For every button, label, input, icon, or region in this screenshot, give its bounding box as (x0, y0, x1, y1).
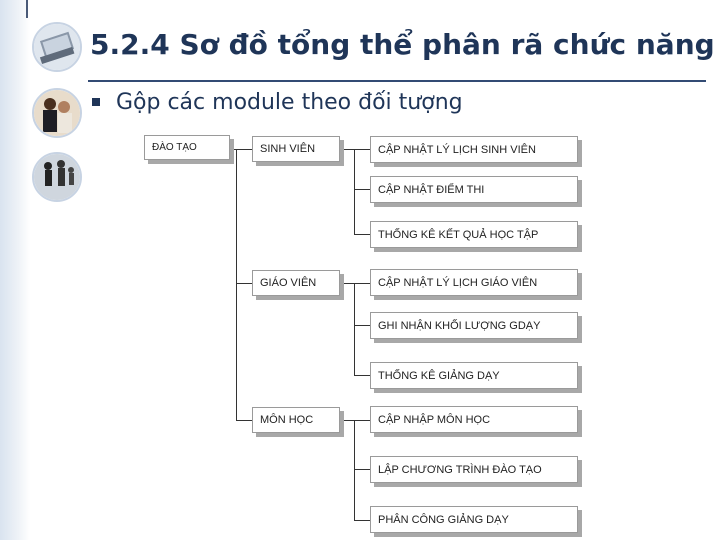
node-mon-hoc: MÔN HỌC (252, 407, 340, 433)
connector-giaovien-leaf-1 (354, 283, 370, 284)
connector-monhoc-spine (354, 420, 355, 520)
node-cap-nhap-mon-hoc: CẬP NHẬP MÔN HỌC (370, 406, 578, 433)
business-people-photo-icon (32, 88, 82, 138)
connector-monhoc-leaf-3 (354, 520, 370, 521)
node-cap-nhat-ly-lich-sinh-vien: CẬP NHẬT LÝ LỊCH SINH VIÊN (370, 136, 578, 163)
title-underline (88, 80, 706, 82)
bullet-square-icon (92, 98, 100, 106)
node-sinh-vien: SINH VIÊN (252, 136, 340, 162)
slide-title: 5.2.4 Sơ đồ tổng thể phân rã chức năng (90, 28, 715, 61)
connector-sinhvien-leaf-3 (354, 234, 370, 235)
connector-root-sinhvien (236, 149, 252, 150)
connector-sinhvien-leaf-1 (354, 149, 370, 150)
connector-monhoc-leaf-1 (354, 420, 370, 421)
connector-root-monhoc (236, 420, 252, 421)
connector-root-spine (236, 149, 237, 421)
left-decor-band (0, 0, 30, 540)
node-giao-vien: GIÁO VIÊN (252, 270, 340, 296)
connector-sinhvien-spine (354, 149, 355, 234)
left-rule (26, 0, 28, 18)
node-lap-chuong-trinh-dao-tao: LẬP CHƯƠNG TRÌNH ĐÀO TẠO (370, 456, 578, 483)
laptop-photo-icon (32, 22, 82, 72)
connector-monhoc-out (340, 420, 354, 421)
connector-giaovien-spine (354, 283, 355, 375)
node-dao-tao: ĐÀO TẠO (144, 135, 230, 160)
connector-monhoc-leaf-2 (354, 469, 370, 470)
connector-root-giaovien (236, 283, 252, 284)
node-cap-nhat-diem-thi: CẬP NHẬT ĐIỂM THI (370, 176, 578, 203)
walking-people-photo-icon (32, 152, 82, 202)
node-phan-cong-giang-day: PHÂN CÔNG GIẢNG DẠY (370, 506, 578, 533)
connector-giaovien-leaf-3 (354, 375, 370, 376)
connector-giaovien-out (340, 283, 354, 284)
node-thong-ke-ket-qua-hoc-tap: THỐNG KÊ KẾT QUẢ HỌC TẬP (370, 221, 578, 248)
node-ghi-nhan-khoi-luong-gday: GHI NHẬN KHỐI LƯỢNG GDẠY (370, 312, 578, 339)
connector-sinhvien-leaf-2 (354, 189, 370, 190)
node-thong-ke-giang-day: THỐNG KÊ GIẢNG DẠY (370, 362, 578, 389)
bullet-text: Gộp các module theo đối tượng (116, 90, 463, 115)
connector-sinhvien-out (340, 149, 354, 150)
connector-giaovien-leaf-2 (354, 325, 370, 326)
node-cap-nhat-ly-lich-giao-vien: CẬP NHẬT LÝ LỊCH GIÁO VIÊN (370, 269, 578, 296)
